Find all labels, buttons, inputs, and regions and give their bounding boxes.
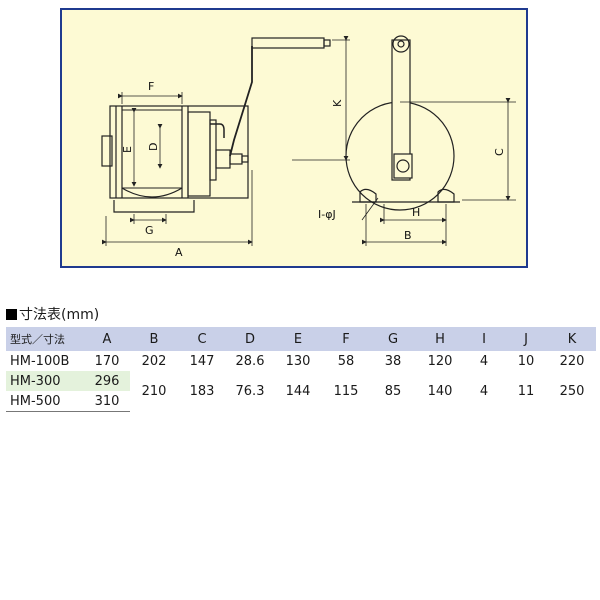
housing-cover	[209, 119, 217, 181]
side-view	[101, 37, 331, 213]
header-F: F	[322, 327, 370, 351]
drum-base-curve	[121, 187, 183, 198]
label-B: B	[404, 229, 412, 242]
header-I: I	[464, 327, 504, 351]
cell-I: 4	[479, 353, 489, 369]
cell-H-shared: 140	[427, 383, 453, 399]
label-IJ: I-φJ	[318, 208, 336, 221]
cell-K-shared: 250	[559, 383, 585, 399]
cell-C-shared: 183	[189, 383, 215, 399]
hook	[210, 123, 225, 138]
cell-model: HM-100B	[10, 353, 70, 369]
cell-E-shared: 144	[285, 383, 311, 399]
dimension-table: 型式／寸法 A B C D E F G H I J K HM-100B 170 …	[6, 327, 596, 412]
table-heading-text: 寸法表(mm)	[19, 307, 100, 323]
axle-circle	[396, 159, 410, 173]
pivot-circle	[392, 35, 410, 53]
drawing-svg: F E D G A K C H B I-φJ	[101, 35, 516, 259]
header-A: A	[84, 327, 130, 351]
handle-bar	[391, 39, 411, 181]
cell-G-shared: 85	[384, 383, 402, 399]
frame-outline	[109, 105, 249, 199]
handle-grip	[251, 37, 325, 49]
cell-A: 296	[84, 371, 130, 391]
cell-E: 130	[285, 353, 311, 369]
header-E: E	[274, 327, 322, 351]
cell-B: 202	[141, 353, 167, 369]
label-A: A	[175, 246, 183, 259]
crank-arm	[229, 46, 253, 157]
shaft-end	[101, 135, 113, 167]
cell-H: 120	[427, 353, 453, 369]
cell-J: 10	[517, 353, 535, 369]
label-D: D	[147, 143, 160, 151]
cell-A: 170	[94, 353, 120, 369]
right-foot	[437, 188, 455, 203]
cell-D: 28.6	[235, 353, 265, 369]
label-C: C	[493, 148, 506, 156]
cell-F: 58	[337, 353, 355, 369]
winch-dimension-drawing: F E D G A K C H B I-φJ	[60, 8, 528, 268]
header-C: C	[178, 327, 226, 351]
dimension-lines	[102, 36, 516, 246]
square-bullet-icon	[6, 309, 17, 320]
cell-C: 147	[189, 353, 215, 369]
table-row: HM-500 310	[6, 391, 596, 412]
cell-G: 38	[384, 353, 402, 369]
label-K: K	[331, 99, 344, 107]
table-heading: 寸法表(mm)	[6, 304, 99, 324]
label-F: F	[148, 80, 154, 93]
cell-F-shared: 115	[333, 383, 359, 399]
handle-stub	[229, 153, 243, 165]
header-J: J	[504, 327, 548, 351]
label-H: H	[412, 206, 420, 219]
header-D: D	[226, 327, 274, 351]
cell-A: 310	[84, 391, 130, 412]
cell-B-shared: 210	[141, 383, 167, 399]
cell-model: HM-300	[6, 371, 84, 391]
cell-J-shared: 11	[517, 383, 535, 399]
handle-hub	[215, 149, 231, 169]
table-header-row: 型式／寸法 A B C D E F G H I J K	[6, 327, 596, 351]
table-row: HM-300 296 210 183 76.3 144 115 85 140 4…	[6, 371, 596, 399]
front-view	[345, 35, 460, 211]
cell-K: 220	[559, 353, 585, 369]
header-model: 型式／寸法	[6, 327, 84, 351]
header-K: K	[548, 327, 596, 351]
cell-model: HM-500	[6, 391, 84, 412]
header-G: G	[370, 327, 416, 351]
cell-I-shared: 4	[479, 383, 489, 399]
gear-housing	[187, 111, 211, 197]
table-row: HM-100B 170 202 147 28.6 130 58 38 120 4…	[6, 351, 596, 371]
label-E: E	[121, 146, 134, 153]
base-plate	[113, 200, 195, 213]
cell-D-shared: 76.3	[235, 383, 265, 399]
header-H: H	[416, 327, 464, 351]
label-G: G	[145, 224, 154, 237]
header-B: B	[130, 327, 178, 351]
